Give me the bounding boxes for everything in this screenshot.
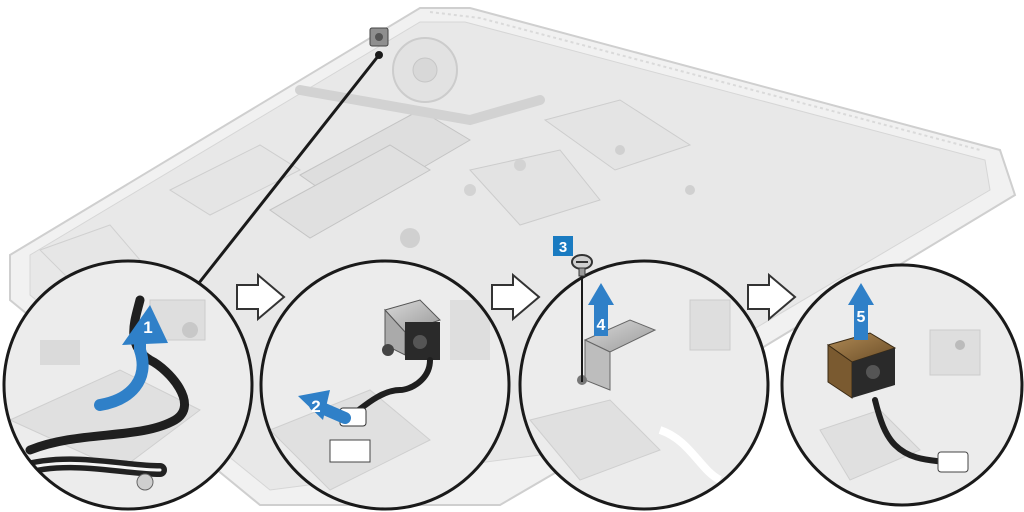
right-arrow-icon	[491, 272, 541, 322]
step-number-1: 1	[143, 318, 152, 337]
pull-arrow-2	[298, 390, 351, 424]
step-badge-2: 2	[311, 397, 320, 416]
screw-icon	[571, 254, 593, 382]
step-badge-5: 5	[857, 309, 866, 326]
step-number-4: 4	[597, 317, 606, 334]
callout-line	[193, 51, 383, 289]
step-number-5: 5	[857, 309, 866, 326]
step-badge-1: 1	[143, 318, 152, 337]
inset-step-3-4: 3 4	[518, 236, 770, 511]
memory-module	[269, 109, 471, 239]
inset-step-5: 5	[780, 263, 1024, 507]
fan	[392, 37, 458, 103]
inset-step-2: 2	[259, 259, 511, 511]
lift-arrow-4	[588, 283, 614, 336]
lift-arrow-1	[94, 305, 168, 411]
dc-in-jack	[826, 332, 897, 399]
inset-step-1: 1	[2, 259, 254, 511]
step-number-3: 3	[559, 239, 567, 256]
step-badge-4: 4	[597, 317, 606, 334]
right-arrow-icon	[747, 272, 797, 322]
dc-in-port-location	[369, 27, 389, 47]
lift-arrow-5	[848, 283, 874, 340]
step-badge-3: 3	[553, 236, 573, 256]
dc-in-port-icon	[382, 299, 441, 360]
right-arrow-icon	[236, 272, 286, 322]
step-number-2: 2	[311, 397, 320, 416]
